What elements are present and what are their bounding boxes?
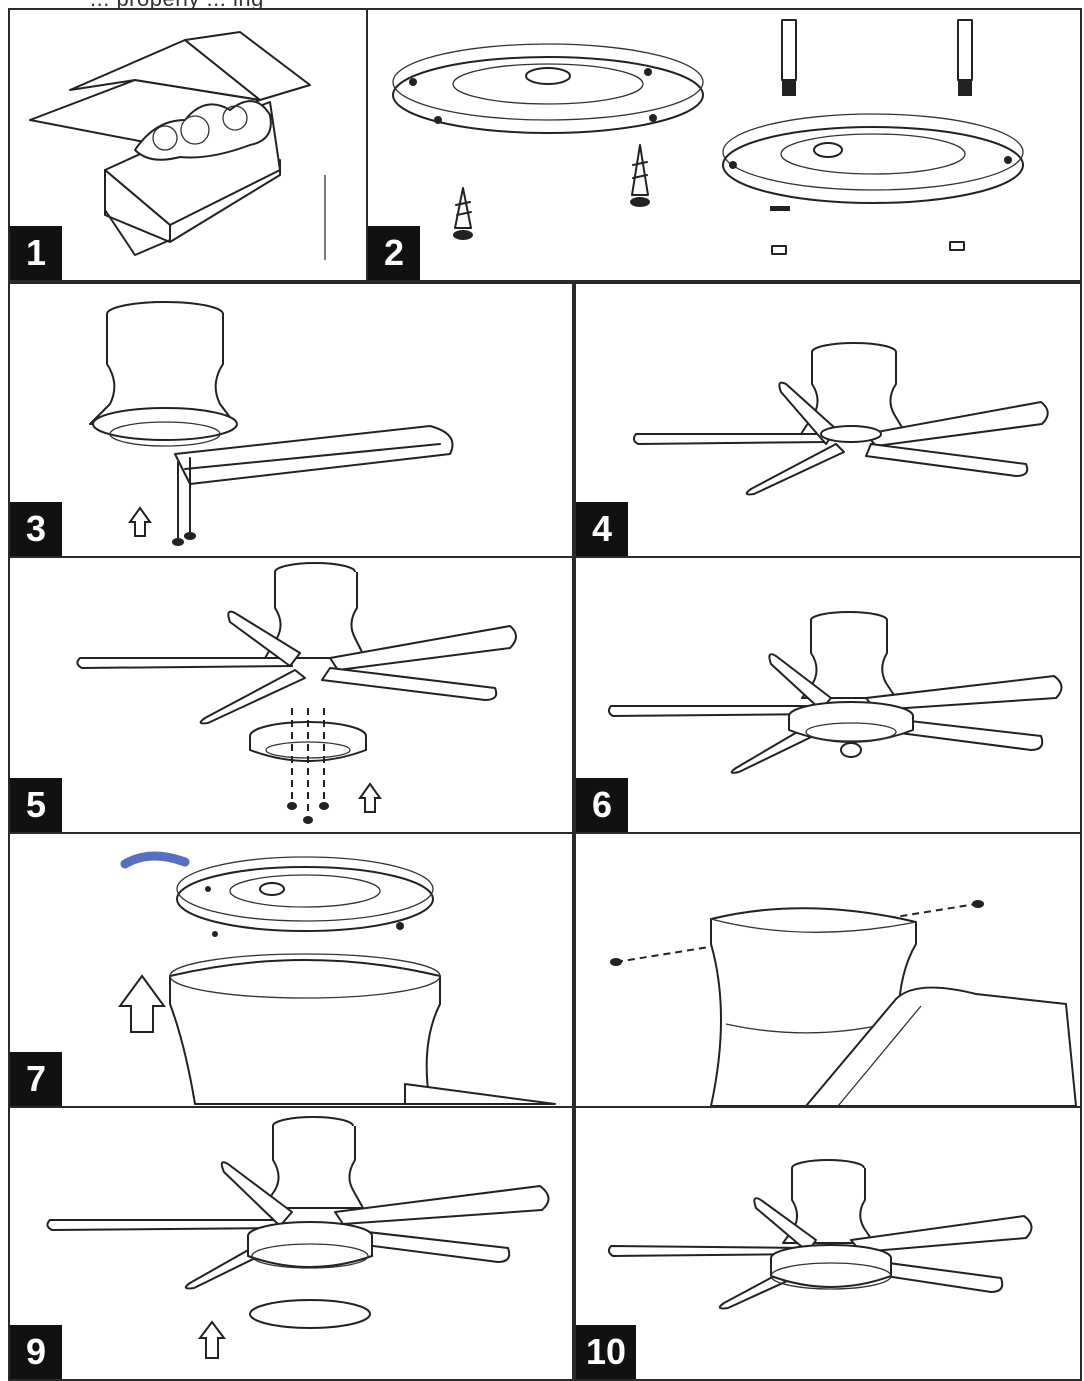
open-box-illustration [29, 31, 326, 260]
completed-fan-illustration [607, 1159, 1033, 1310]
light-housing-attach-illustration [76, 562, 517, 824]
step-number-10: 10 [576, 1325, 636, 1379]
step-9-panel: 9 [8, 1106, 574, 1381]
step-number-5: 5 [10, 778, 62, 832]
step-8-panel [574, 832, 1082, 1108]
step-10-panel: 10 [574, 1106, 1082, 1381]
housing-attached-illustration [607, 611, 1063, 774]
step-2-panel: 2 [366, 8, 1082, 282]
fan-blades-illustration [632, 342, 1049, 496]
step-number-6: 6 [576, 778, 628, 832]
header-text: ... properly ... ing [90, 0, 264, 10]
step-number-7: 7 [10, 1052, 62, 1106]
step-4-panel: 4 [574, 282, 1082, 558]
step-number-9: 9 [10, 1325, 62, 1379]
step-number-4: 4 [576, 502, 628, 556]
canopy-screws-illustration [610, 900, 1077, 1106]
step-3-panel: 3 [8, 282, 574, 558]
light-cover-illustration [46, 1116, 550, 1359]
step-number-1: 1 [10, 226, 62, 280]
canopy-mount-illustration [118, 851, 556, 1105]
step-5-panel: 5 [8, 556, 574, 834]
blade-attach-illustration [89, 301, 454, 546]
mounting-bracket-illustration [392, 19, 1024, 255]
step-1-panel: 1 [8, 8, 368, 282]
step-number-3: 3 [10, 502, 62, 556]
step-number-2: 2 [368, 226, 420, 280]
step-7-panel: 7 [8, 832, 574, 1108]
header-strip: ... properly ... ing [0, 0, 1084, 10]
step-6-panel: 6 [574, 556, 1082, 834]
